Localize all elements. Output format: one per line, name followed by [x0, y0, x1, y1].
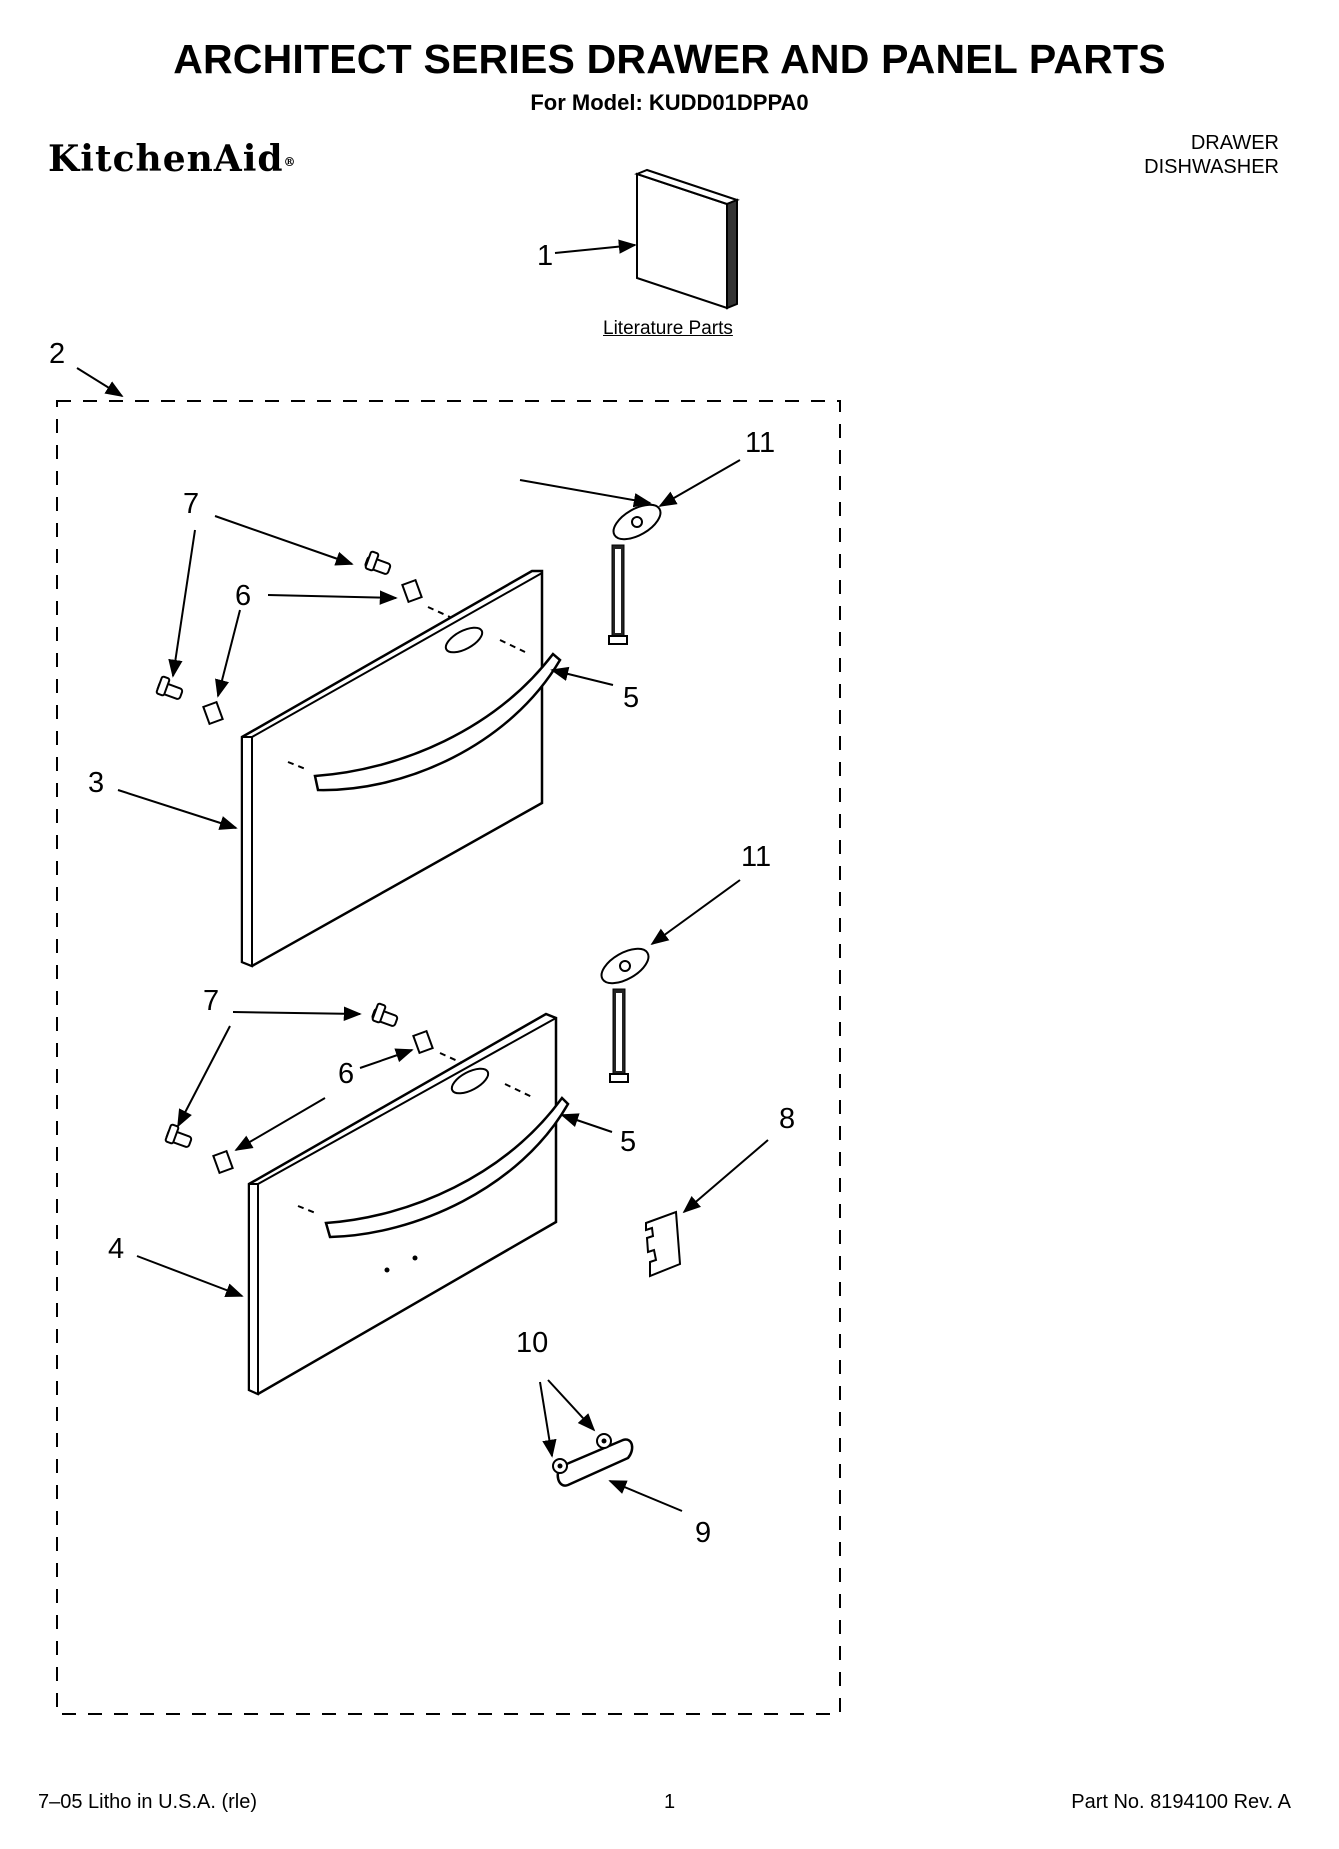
model-subtitle: For Model: KUDD01DPPA0 [530, 90, 809, 115]
callout-3: 3 [88, 767, 104, 799]
lower-control-harness [600, 947, 650, 1083]
lower-clip-left [212, 1149, 234, 1175]
lower-handle [324, 1096, 570, 1239]
callout-4: 4 [108, 1233, 124, 1265]
lower-screw-left [164, 1123, 193, 1148]
lower-screw-right [371, 1002, 399, 1027]
callout-7-upper: 7 [183, 488, 199, 520]
category-line-2: DISHWASHER [1144, 156, 1279, 178]
callout-9: 9 [695, 1517, 711, 1549]
callout-7-lower: 7 [203, 985, 219, 1017]
upper-clip-left [202, 700, 224, 726]
leader-line [76, 367, 124, 397]
upper-control-harness [608, 503, 662, 645]
upper-screw-left [155, 675, 184, 700]
callout-1: 1 [537, 240, 553, 272]
literature-booklet [634, 168, 740, 310]
callout-11-upper: 11 [745, 427, 775, 459]
upper-clip-right [401, 578, 423, 604]
brand-name: KitchenAid [48, 138, 284, 180]
callout-6-lower: 6 [338, 1058, 354, 1090]
page-title: ARCHITECT SERIES DRAWER AND PANEL PARTS [173, 36, 1166, 82]
page-number: 1 [663, 1791, 676, 1813]
category-line-1: DRAWER [1190, 132, 1279, 154]
trim-piece [556, 1438, 634, 1487]
lower-drawer-panel [247, 1012, 570, 1396]
lower-clip-right [412, 1029, 434, 1055]
callout-5-upper: 5 [623, 682, 639, 714]
callout-2: 2 [49, 338, 65, 370]
callout-6-upper: 6 [235, 580, 251, 612]
footer-print-info: 7–05 Litho in U.S.A. (rle) [38, 1791, 257, 1813]
mounting-bracket [645, 1210, 682, 1278]
part-number: Part No. 8194100 Rev. A [1071, 1791, 1291, 1813]
upper-drawer-panel [240, 569, 562, 968]
leader-line [554, 239, 637, 254]
assembly-boundary [56, 400, 841, 1715]
callout-11-lower: 11 [741, 841, 771, 873]
brand-logo: KitchenAid® [48, 138, 297, 180]
callout-10: 10 [516, 1327, 548, 1359]
callout-8: 8 [779, 1103, 795, 1135]
upper-handle [313, 652, 562, 792]
leader-lines [117, 459, 769, 1512]
callout-5-lower: 5 [620, 1126, 636, 1158]
upper-screw-right [364, 550, 392, 575]
literature-parts-label: Literature Parts [603, 318, 733, 339]
registered-mark: ® [283, 155, 297, 169]
